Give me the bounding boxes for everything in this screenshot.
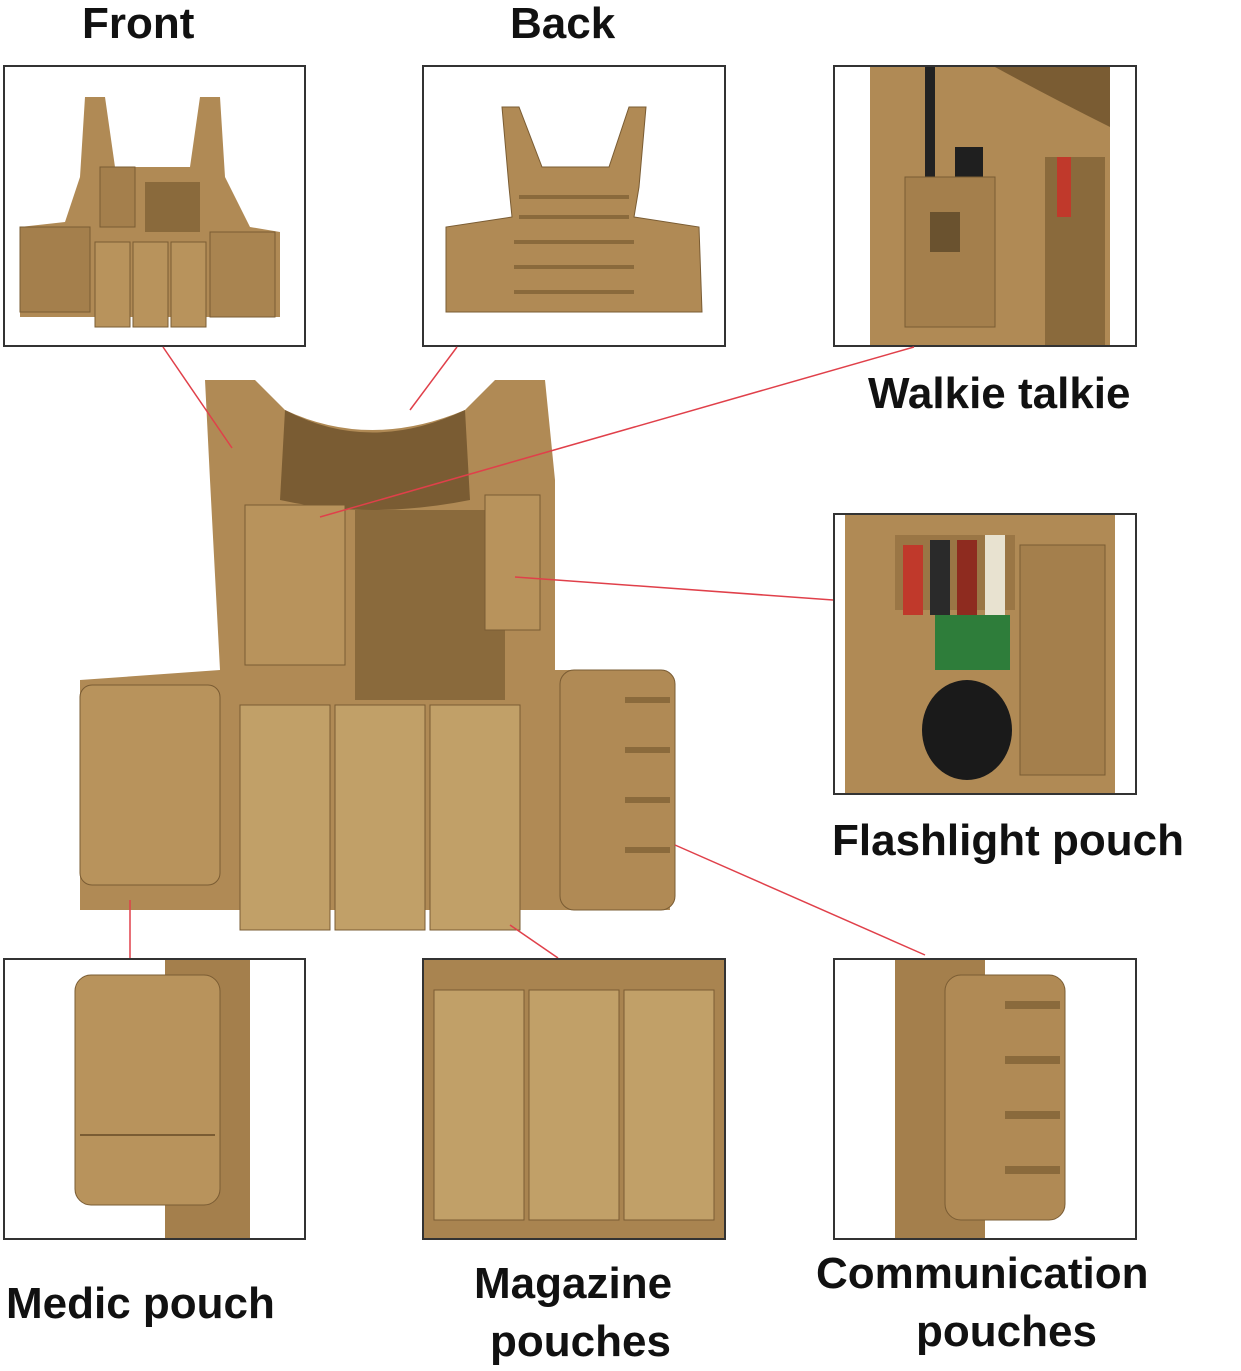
flashlight-pouch-closeup-image [833, 513, 1137, 795]
walkie-talkie-label: Walkie talkie [868, 369, 1131, 418]
back-view-image [422, 65, 726, 347]
walkie-talkie-closeup-image [833, 65, 1137, 347]
magazine-pouches-closeup-image [422, 958, 726, 1240]
front-view-image [3, 65, 306, 347]
medic-pouch-closeup-image [3, 958, 306, 1240]
communication-pouches-label-line2: pouches [916, 1307, 1097, 1356]
magazine-pouches-label-line2: pouches [490, 1317, 671, 1366]
medic-pouch-label: Medic pouch [6, 1279, 275, 1328]
back-label: Back [510, 0, 616, 48]
communication-pouches-label-line1: Communication [816, 1249, 1149, 1298]
communication-pouches-closeup-image [833, 958, 1137, 1240]
flashlight-pouch-label: Flashlight pouch [832, 816, 1184, 865]
front-label: Front [82, 0, 195, 48]
main-vest-image [70, 370, 690, 940]
magazine-pouches-label-line1: Magazine [474, 1259, 673, 1308]
